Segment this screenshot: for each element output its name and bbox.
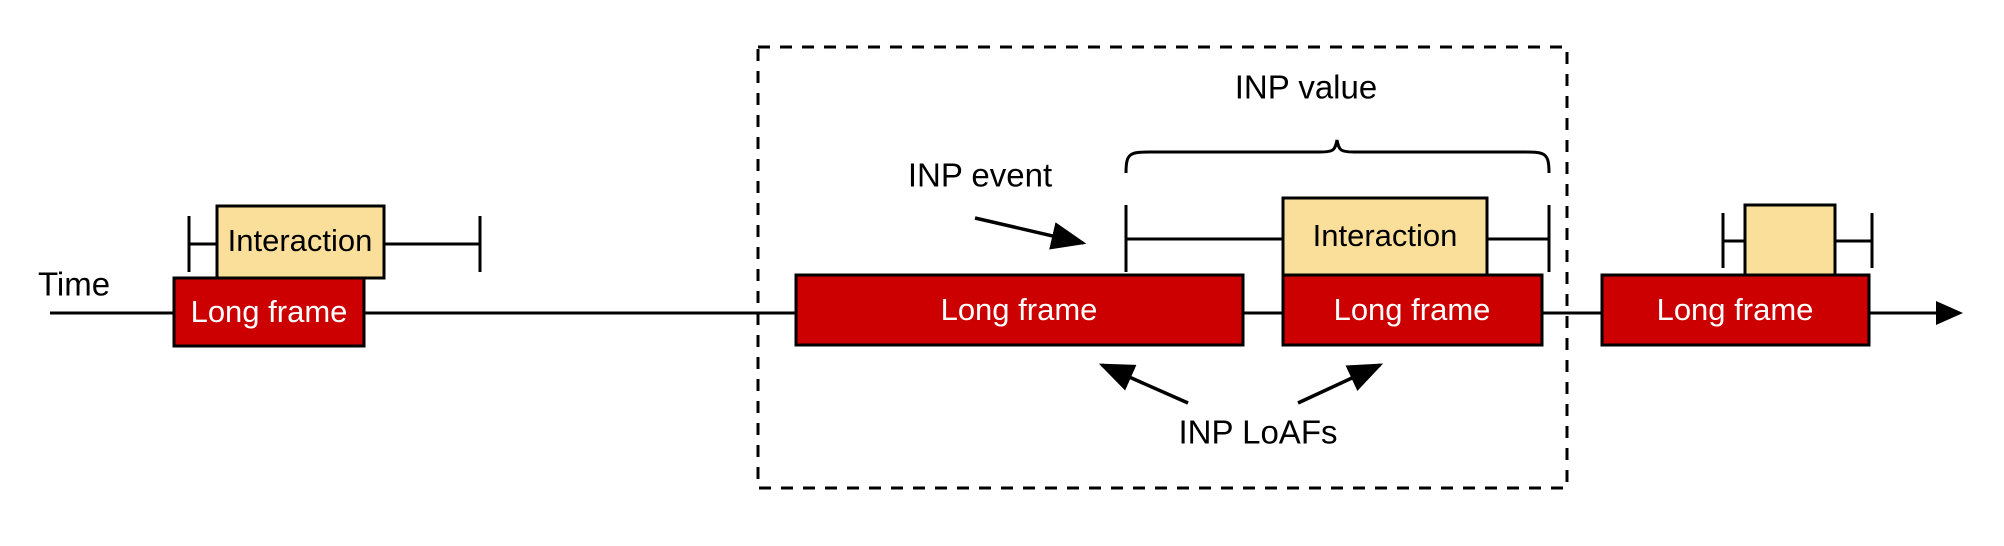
- interaction-3: [1743, 203, 1837, 277]
- interaction-1: [215, 204, 386, 280]
- long-frame-4: [1600, 273, 1871, 347]
- interaction-2: [1281, 196, 1489, 277]
- inp-loafs-annotation: INP LoAFs: [1098, 363, 1384, 451]
- long-frame-2: [794, 273, 1245, 347]
- inp-value-label: INP value: [1235, 69, 1377, 106]
- inp-event-arrow: [974, 216, 1087, 250]
- inp-loafs-label: INP LoAFs: [1179, 414, 1338, 451]
- inp-value-annotation: INP value: [1124, 69, 1551, 174]
- time-axis-label: Time: [38, 266, 110, 303]
- segment-inp-second-loaf: Long frame Interaction: [1124, 196, 1551, 347]
- inp-region-dashed-box: [756, 45, 1569, 490]
- inp-event-label: INP event: [908, 157, 1052, 194]
- long-frame-1-label: Long frame: [191, 294, 348, 329]
- long-frame-3-label: Long frame: [1334, 292, 1491, 327]
- inp-loafs-arrow-left: [1098, 363, 1189, 405]
- inp-loafs-arrow-right: [1297, 363, 1384, 405]
- inp-event-annotation: INP event: [908, 157, 1087, 250]
- interaction-1-label: Interaction: [228, 223, 373, 258]
- interaction-2-label: Interaction: [1313, 218, 1458, 253]
- inp-value-brace: [1124, 139, 1551, 174]
- segment-first: Long frame Interaction: [172, 204, 482, 348]
- long-frame-3: [1281, 273, 1544, 347]
- long-frame-4-label: Long frame: [1657, 292, 1814, 327]
- long-frame-2-label: Long frame: [941, 292, 1098, 327]
- segment-inp-first-loaf: Long frame: [794, 273, 1245, 347]
- segment-last: Long frame: [1600, 203, 1874, 347]
